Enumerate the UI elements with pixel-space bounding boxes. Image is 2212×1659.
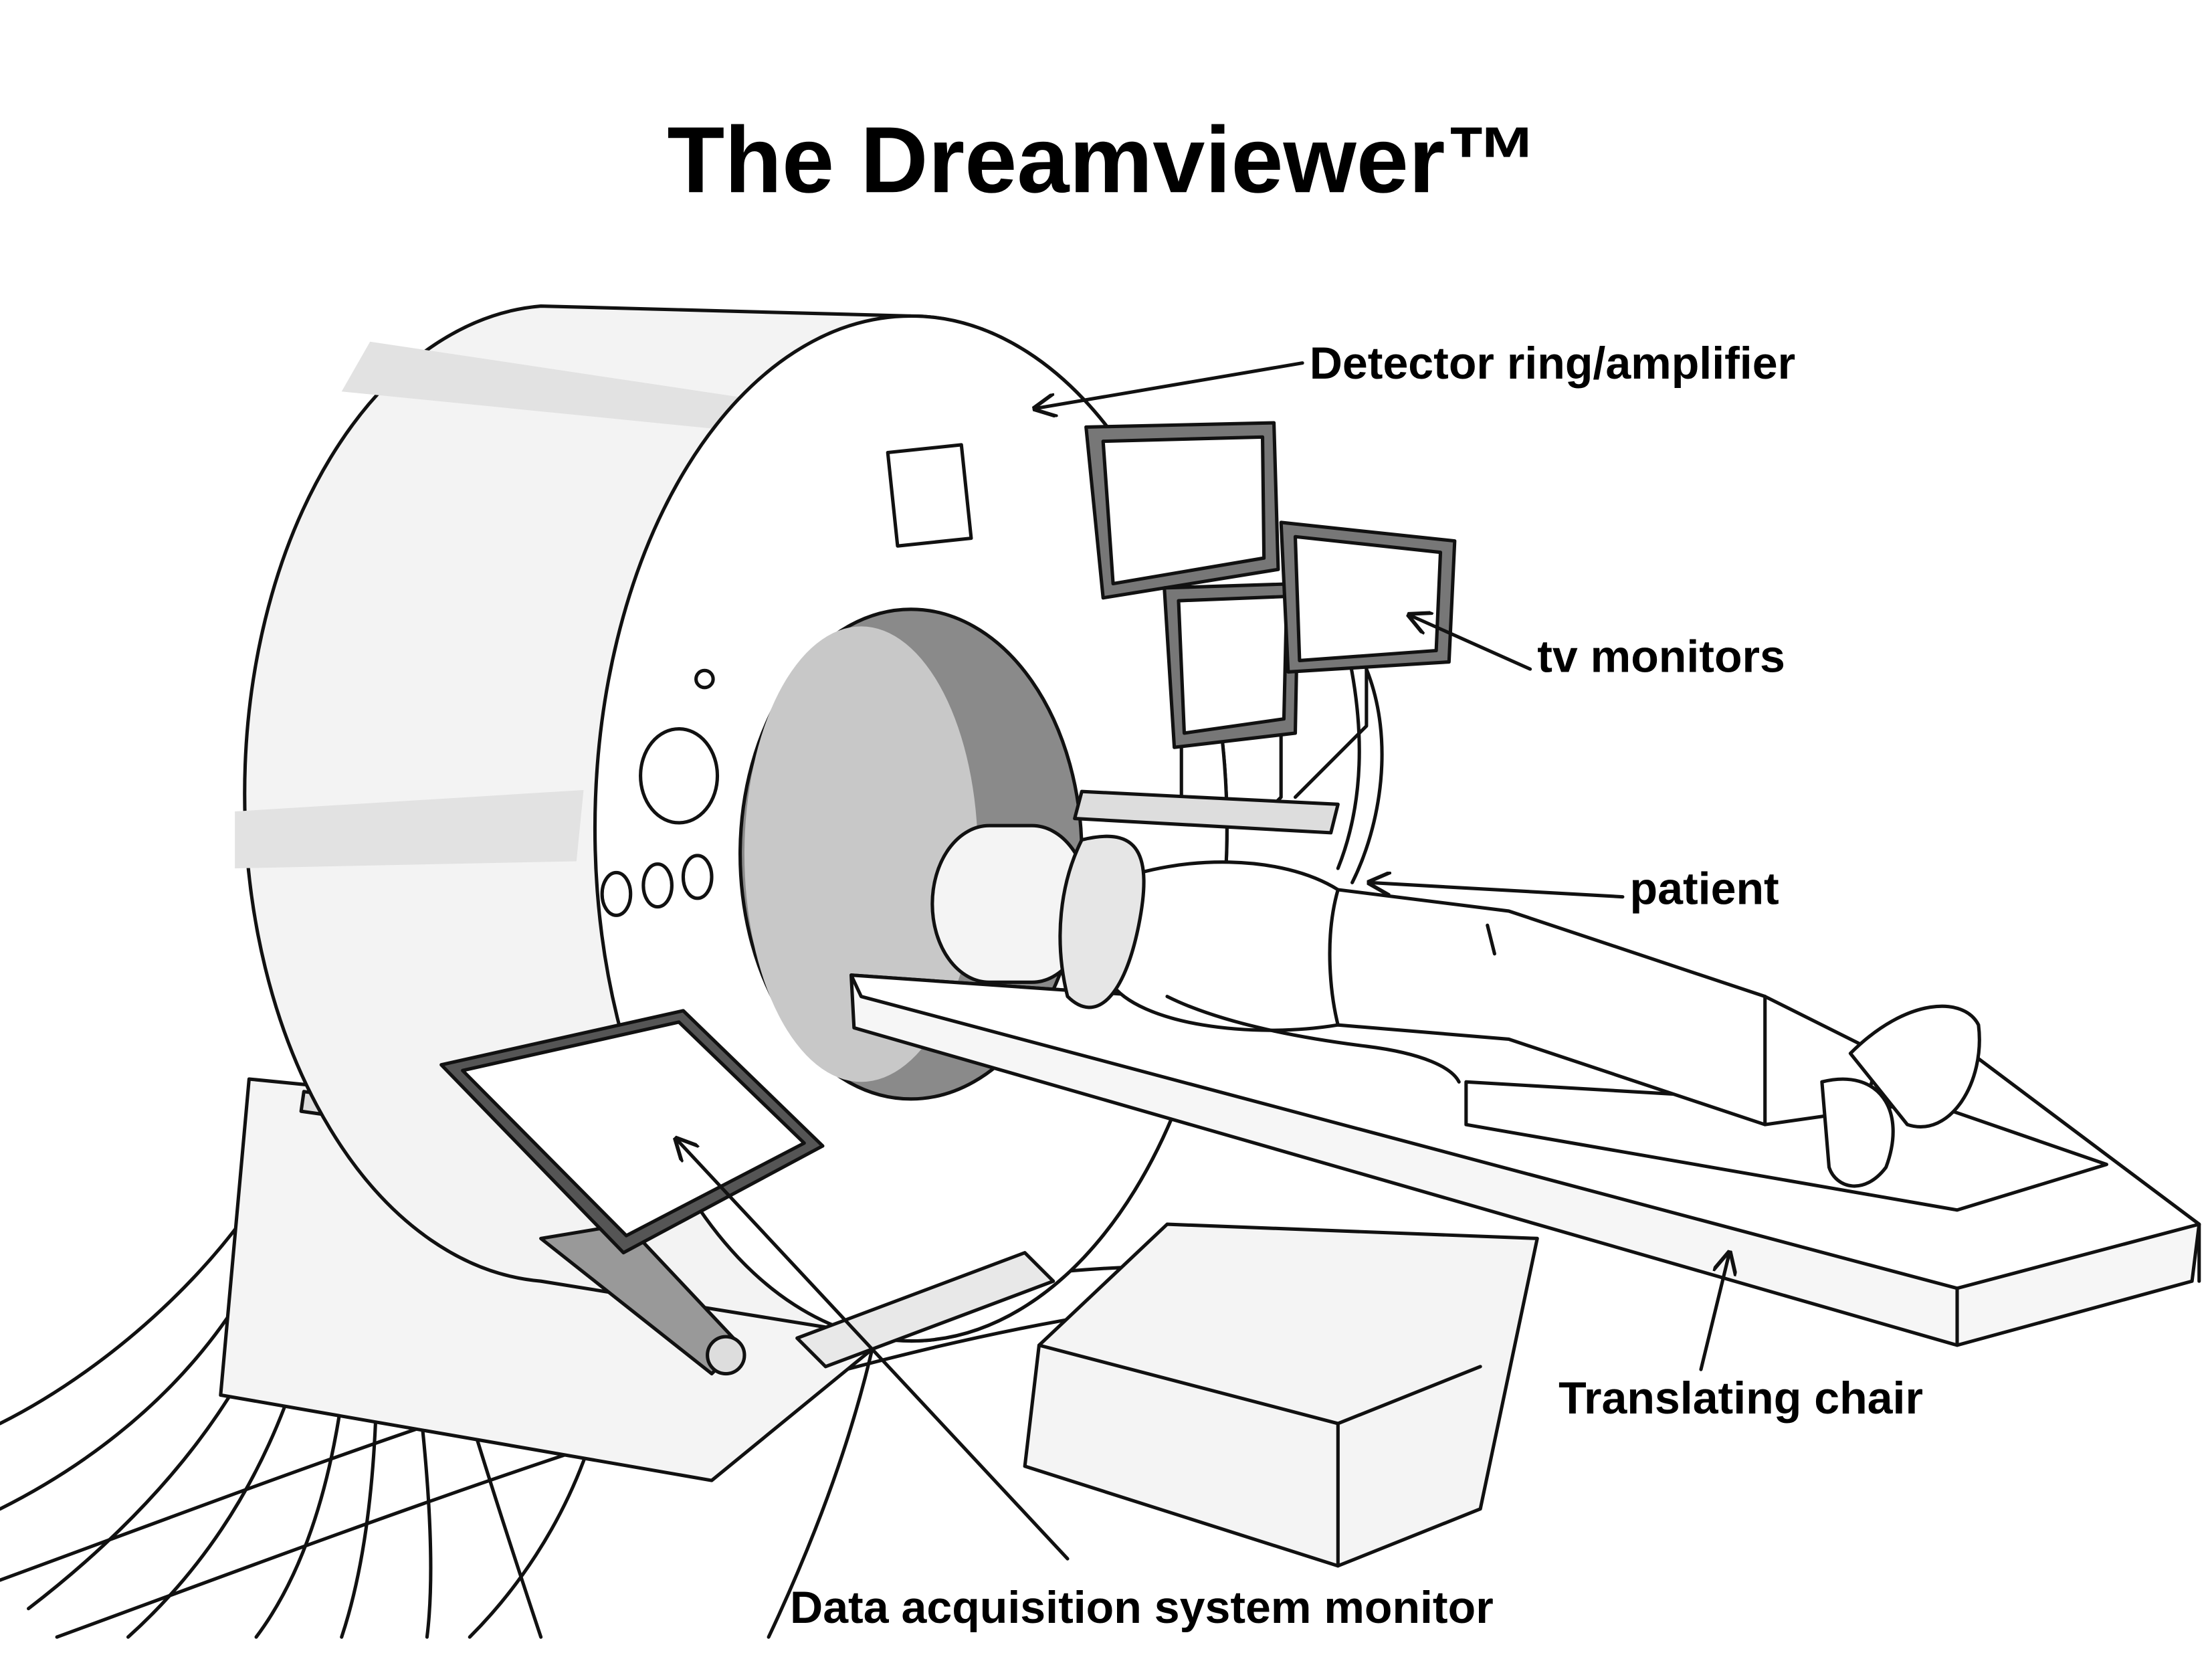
label-daq-monitor: Data acquisition system monitor — [790, 1582, 1494, 1633]
button-2 — [641, 862, 674, 909]
detector-arrow — [1035, 361, 1304, 409]
chair-pedestal — [1023, 1222, 1539, 1568]
label-translating-chair: Translating chair — [1559, 1373, 1923, 1424]
button-3 — [681, 854, 714, 900]
housing-shade-band — [341, 341, 797, 435]
indicator-light — [694, 668, 715, 690]
label-patient: patient — [1630, 863, 1779, 914]
chair-arrow — [1699, 1253, 1730, 1371]
patient-figure — [930, 823, 1981, 1188]
bore-inner — [744, 626, 978, 1082]
button-1 — [600, 870, 633, 917]
daq-arrow — [676, 1139, 1070, 1561]
label-detector-ring: Detector ring/amplifier — [1310, 338, 1795, 389]
control-knob — [639, 726, 720, 825]
patient-arrow — [1369, 882, 1625, 899]
housing-shade-band-lower — [235, 790, 584, 869]
leader-arrows — [676, 361, 1730, 1561]
monitors-arrow — [1409, 615, 1532, 671]
control-panel-square — [886, 443, 973, 548]
diagram-title: The Dreamviewer™ — [667, 107, 1539, 212]
label-tv-monitors: tv monitors — [1537, 631, 1785, 682]
